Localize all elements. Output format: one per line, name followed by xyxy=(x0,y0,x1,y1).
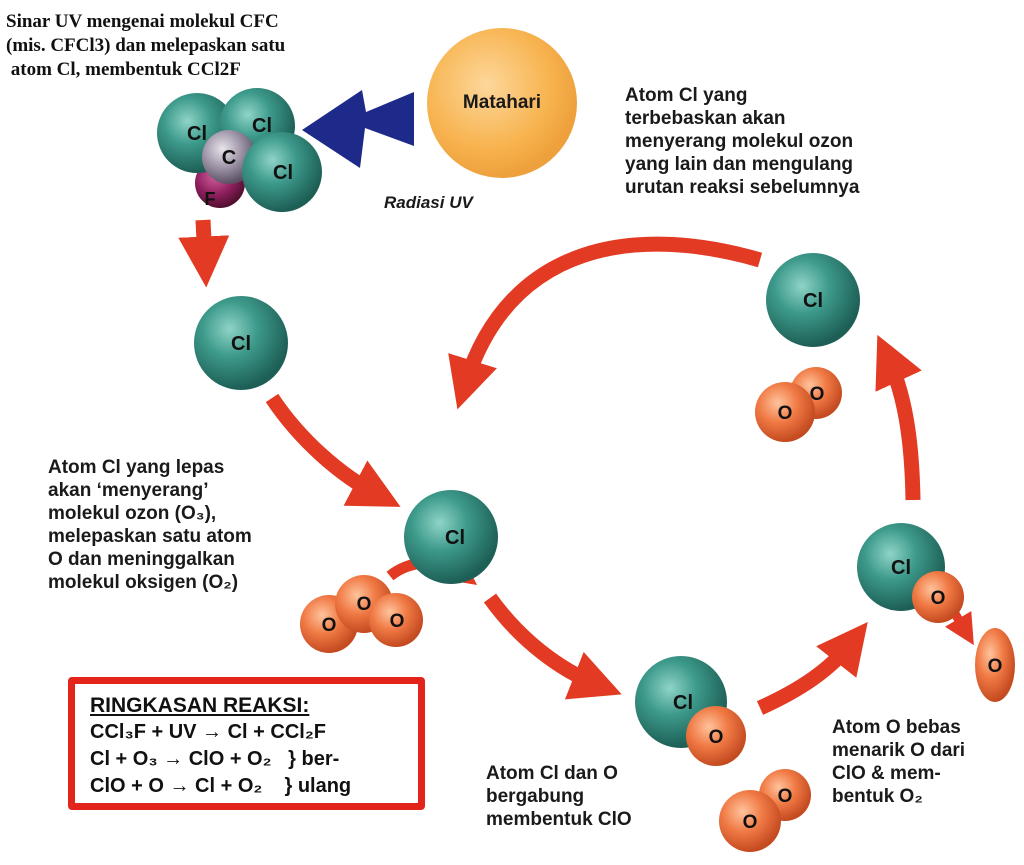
free-o-line: menarik O dari xyxy=(832,740,966,761)
arrow-clo-to-right xyxy=(756,621,868,715)
freed-cl-line: Atom Cl yang xyxy=(625,85,748,106)
cfc-cl-label-3: Cl xyxy=(273,162,293,184)
svg-text:O: O xyxy=(709,727,724,748)
reaction-summary-box: RINGKASAN REAKSI: CCl₃F + UV → Cl + CCl₂… xyxy=(68,677,425,810)
freed-cl-line: terbebaskan akan xyxy=(625,108,786,129)
free-o-line: bentuk O₂ xyxy=(832,786,923,807)
svg-text:Cl: Cl xyxy=(673,692,693,714)
svg-text:O: O xyxy=(778,786,793,807)
bottom-clo-molecule: Cl O xyxy=(635,656,746,766)
svg-text:Cl: Cl xyxy=(231,333,251,355)
cfc-caption-line: Sinar UV mengenai molekul CFC xyxy=(6,11,279,32)
svg-text:O: O xyxy=(322,615,337,636)
cfc-caption: Sinar UV mengenai molekul CFC (mis. CFCl… xyxy=(6,10,346,82)
top-right-cl-atom: Cl xyxy=(766,253,860,347)
attack-line: O dan meninggalkan xyxy=(48,549,235,570)
svg-text:O: O xyxy=(810,384,825,405)
free-o-atom: O xyxy=(975,628,1015,702)
oxygen-molecule-top: O O xyxy=(755,367,842,442)
attack-line: melepaskan satu atom xyxy=(48,526,252,547)
svg-text:O: O xyxy=(743,812,758,833)
svg-text:Cl: Cl xyxy=(803,290,823,312)
right-clo-molecule: Cl O xyxy=(857,523,964,623)
cfc-caption-line: (mis. CFCl3) dan melepaskan satu xyxy=(6,35,286,56)
svg-text:O: O xyxy=(778,403,793,424)
uv-label: Radiasi UV xyxy=(384,193,474,212)
free-cl-atom: Cl xyxy=(194,296,288,390)
summary-line: CCl₃F + UV → Cl + CCl₂F xyxy=(90,721,326,743)
center-cl-atom: Cl xyxy=(404,490,498,584)
uv-arrow xyxy=(302,90,414,168)
free-o-caption: Atom O bebas menarik O dari ClO & mem- b… xyxy=(832,716,1012,808)
join-caption: Atom Cl dan O bergabung membentuk ClO xyxy=(486,762,686,831)
svg-text:O: O xyxy=(390,611,405,632)
free-o-line: Atom O bebas xyxy=(832,717,961,738)
attack-line: molekul ozon (O₃), xyxy=(48,503,217,524)
sun xyxy=(427,28,577,178)
cfc-cl-label-1: Cl xyxy=(187,123,207,145)
svg-text:O: O xyxy=(357,594,372,615)
attack-line: molekul oksigen (O₂) xyxy=(48,572,239,593)
freed-cl-line: menyerang molekul ozon xyxy=(625,131,854,152)
summary-line: ClO + O → Cl + O₂ } ulang xyxy=(90,775,352,797)
summary-line: Cl + O₃ → ClO + O₂ } ber- xyxy=(90,748,340,770)
join-line: Atom Cl dan O xyxy=(486,763,618,784)
svg-text:Cl: Cl xyxy=(445,527,465,549)
freed-cl-caption: Atom Cl yang terbebaskan akan menyerang … xyxy=(625,84,925,199)
arrow-cl-to-center xyxy=(265,393,401,507)
oxygen-molecule-bottom: O O xyxy=(719,769,811,852)
cfc-cl-label-2: Cl xyxy=(252,115,272,137)
cfc-caption-line: atom Cl, membentuk CCl2F xyxy=(6,59,241,80)
arrow-right-to-top xyxy=(875,334,922,501)
attack-caption: Atom Cl yang lepas akan ‘menyerang’ mole… xyxy=(48,456,308,594)
ozone-molecule: O O O xyxy=(300,575,423,653)
summary-title: RINGKASAN REAKSI: xyxy=(90,694,310,717)
arrow-cfc-to-cl xyxy=(178,219,230,288)
attack-line: akan ‘menyerang’ xyxy=(48,480,209,501)
attack-line: Atom Cl yang lepas xyxy=(48,457,225,478)
join-line: bergabung xyxy=(486,786,585,807)
sun-label: Matahari xyxy=(463,92,541,113)
svg-text:O: O xyxy=(988,656,1003,677)
arrow-return-arc xyxy=(448,236,763,410)
cfc-c-label: C xyxy=(222,147,236,169)
svg-text:Cl: Cl xyxy=(891,557,911,579)
freed-cl-line: urutan reaksi sebelumnya xyxy=(625,177,860,198)
freed-cl-line: yang lain dan mengulang xyxy=(625,154,854,175)
join-line: membentuk ClO xyxy=(486,809,632,830)
cfc-f-label: F xyxy=(205,189,216,209)
cfc-molecule: Cl Cl C Cl F xyxy=(157,88,322,212)
arrow-center-to-clo xyxy=(483,593,622,700)
free-o-line: ClO & mem- xyxy=(832,763,941,784)
svg-text:O: O xyxy=(931,588,946,609)
